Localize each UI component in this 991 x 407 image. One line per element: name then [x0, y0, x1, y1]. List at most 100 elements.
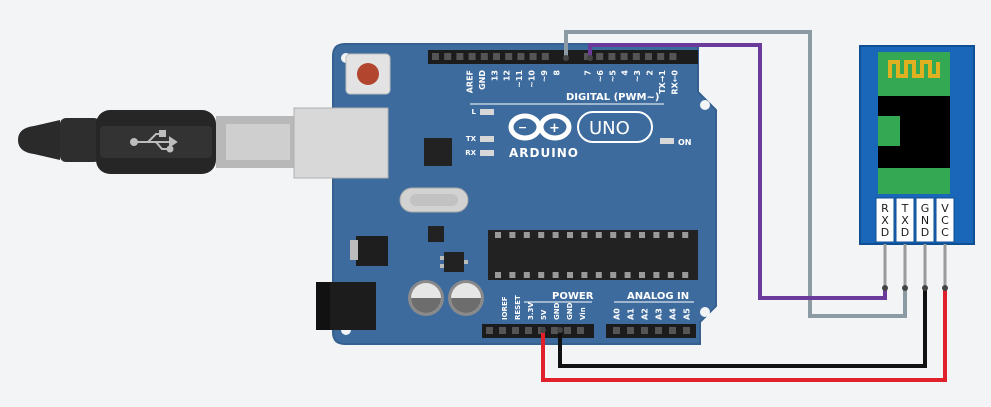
digital-pin-label: 4 — [621, 70, 630, 76]
digital-pin-label: ~5 — [608, 70, 617, 83]
led-label: TX — [466, 135, 477, 143]
infinity-logo-icon — [508, 113, 572, 141]
wire-end — [942, 285, 948, 291]
bt-pin-box — [915, 197, 935, 243]
power-header-hole[interactable] — [551, 327, 558, 334]
atmega-chip — [488, 230, 698, 280]
bt-pin-label: X — [901, 214, 909, 227]
bt-pin-label: D — [881, 226, 889, 239]
digital-header-hole[interactable] — [608, 53, 616, 60]
power-header-title: POWER — [552, 291, 594, 302]
bt-pin-label: X — [881, 214, 889, 227]
wire-end — [557, 327, 563, 333]
bt-pin-box — [935, 197, 955, 243]
bt-pin-label: R — [881, 202, 889, 215]
digital-header-hole[interactable] — [645, 53, 652, 60]
digital-pin-label: 2 — [646, 70, 655, 76]
antenna-icon — [888, 60, 940, 78]
analog-pin-label: A3 — [655, 308, 664, 320]
digital-header-hole[interactable] — [480, 53, 488, 60]
digital-pin-label: TX→1 — [658, 70, 667, 94]
usb-icon — [130, 130, 178, 153]
digital-header-hole[interactable] — [505, 53, 513, 60]
digital-header-hole[interactable] — [432, 53, 439, 60]
digital-pin-label: ~6 — [596, 70, 605, 83]
led — [480, 109, 494, 115]
bt-pin-lead — [883, 244, 887, 288]
digital-header-hole[interactable] — [529, 53, 537, 60]
digital-header-hole[interactable] — [493, 53, 500, 60]
led — [480, 150, 494, 156]
digital-header-hole[interactable] — [596, 53, 604, 60]
svg-text:+: + — [549, 121, 560, 136]
digital-header-hole[interactable] — [468, 53, 476, 60]
power-header-hole[interactable] — [577, 327, 584, 334]
wire-red-5v-vcc — [541, 288, 947, 382]
bt-pin-label: D — [921, 226, 929, 239]
analog-header-hole[interactable] — [655, 327, 662, 334]
analog-header-hole[interactable] — [627, 327, 634, 334]
led-label: L — [472, 108, 477, 116]
analog-header-hole[interactable] — [641, 327, 648, 334]
power-header-hole[interactable] — [499, 327, 506, 334]
analog-header-hole[interactable] — [683, 327, 690, 334]
digital-header-title: DIGITAL (PWM~) — [566, 92, 659, 103]
power-pin-label: 3.3V — [527, 302, 535, 320]
analog-header-hole[interactable] — [613, 327, 620, 334]
digital-pin-label: 12 — [503, 70, 512, 81]
led — [480, 136, 494, 142]
board-model: UNO — [589, 118, 630, 139]
digital-header-hole[interactable] — [456, 53, 464, 60]
digital-pin-label: ~10 — [528, 70, 537, 88]
bt-pin-lead — [903, 244, 907, 288]
digital-pin-label: 8 — [552, 70, 561, 76]
wire-black-gnd — [558, 288, 927, 368]
bt-pin-label: T — [901, 202, 909, 215]
analog-pin-label: A5 — [683, 308, 692, 320]
power-pin-label: RESET — [514, 295, 522, 320]
svg-text:−: − — [518, 121, 527, 134]
digital-pin-label: ~3 — [633, 70, 642, 82]
analog-pin-label: A0 — [613, 308, 622, 320]
analog-pin-label: A2 — [641, 308, 650, 320]
usb-b-port — [293, 107, 389, 179]
bt-pin-lead — [943, 244, 947, 288]
bt-pin-label: V — [941, 202, 949, 215]
analog-pin-label: A4 — [669, 308, 678, 320]
analog-pin-label: A1 — [627, 308, 636, 320]
wire-gray-pin8-txd — [564, 30, 907, 318]
bt-pin-lead — [923, 244, 927, 288]
on-led-label: ON — [678, 138, 692, 147]
wire-end — [882, 285, 888, 291]
digital-header-hole[interactable] — [517, 53, 525, 60]
digital-header-hole[interactable] — [632, 53, 640, 60]
power-pin-label: IOREF — [501, 296, 509, 320]
power-header-hole[interactable] — [486, 327, 493, 334]
digital-header-hole[interactable] — [620, 53, 628, 60]
usb-chip — [424, 138, 452, 166]
wire-end — [563, 55, 569, 61]
power-pin-label: GND — [553, 302, 561, 320]
power-header-hole[interactable] — [525, 327, 532, 334]
power-header-hole[interactable] — [564, 327, 571, 334]
digital-pin-label: 13 — [490, 70, 499, 81]
capacitor — [448, 280, 484, 316]
wire-end — [922, 285, 928, 291]
power-header-hole[interactable] — [512, 327, 519, 334]
wire-end — [587, 55, 593, 61]
digital-header-hole[interactable] — [669, 53, 677, 60]
digital-header-hole[interactable] — [444, 53, 452, 60]
digital-header-hole[interactable] — [541, 53, 549, 60]
analog-header-hole[interactable] — [669, 327, 676, 334]
digital-pin-label: ~9 — [540, 70, 549, 83]
digital-pin-label: GND — [478, 70, 487, 90]
bt-pin-box — [895, 197, 915, 243]
bt-pin-label: D — [901, 226, 909, 239]
bt-pin-box — [875, 197, 895, 243]
digital-header-hole[interactable] — [657, 53, 665, 60]
bt-pin-label: C — [941, 226, 949, 239]
digital-pin-label: RX←0 — [670, 70, 679, 95]
